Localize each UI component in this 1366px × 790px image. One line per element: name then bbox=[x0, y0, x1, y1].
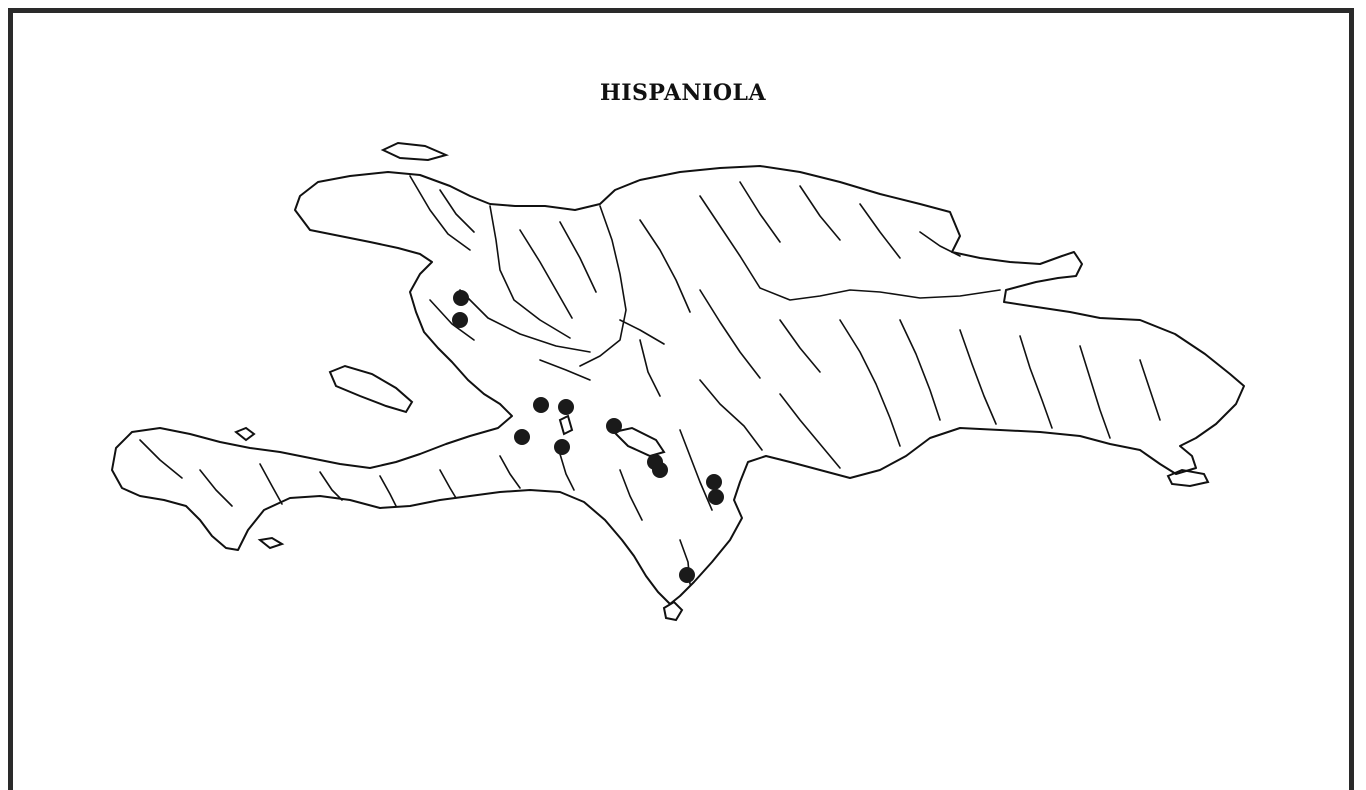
river bbox=[679, 429, 713, 511]
river bbox=[839, 319, 901, 447]
river bbox=[459, 289, 591, 353]
river bbox=[489, 205, 571, 339]
site-marker bbox=[558, 399, 574, 415]
beata-island bbox=[662, 600, 684, 622]
cayemites-island bbox=[234, 426, 256, 442]
lake-enriquillo bbox=[612, 426, 666, 458]
river bbox=[1139, 359, 1161, 421]
site-marker bbox=[452, 312, 468, 328]
site-marker bbox=[606, 418, 622, 434]
tortuga-island bbox=[380, 141, 450, 162]
gonave-island bbox=[328, 364, 414, 414]
site-marker bbox=[679, 567, 695, 583]
river bbox=[539, 359, 591, 381]
river bbox=[699, 289, 761, 379]
site-markers bbox=[452, 290, 724, 583]
river bbox=[779, 319, 821, 373]
river bbox=[559, 221, 597, 293]
river bbox=[779, 393, 841, 469]
river bbox=[439, 189, 475, 233]
saona-island bbox=[1166, 468, 1210, 488]
river bbox=[259, 463, 283, 505]
river bbox=[639, 219, 691, 313]
river bbox=[699, 379, 763, 451]
map-frame bbox=[8, 8, 1354, 790]
lake-azuei bbox=[558, 414, 574, 436]
river bbox=[859, 203, 901, 259]
river bbox=[199, 469, 233, 507]
river bbox=[799, 185, 841, 241]
river bbox=[139, 439, 183, 479]
river bbox=[409, 175, 471, 251]
river bbox=[499, 455, 521, 489]
river bbox=[959, 329, 997, 425]
river bbox=[579, 205, 627, 367]
site-marker bbox=[554, 439, 570, 455]
map-title: HISPANIOLA bbox=[599, 80, 767, 106]
site-marker bbox=[533, 397, 549, 413]
river bbox=[319, 471, 343, 501]
river bbox=[739, 181, 781, 243]
river bbox=[899, 319, 941, 421]
river bbox=[379, 475, 397, 507]
river bbox=[429, 299, 475, 341]
river bbox=[1079, 345, 1111, 439]
site-marker bbox=[706, 474, 722, 490]
river bbox=[439, 469, 457, 499]
river bbox=[559, 453, 575, 491]
river bbox=[619, 469, 643, 521]
island-coastline bbox=[111, 165, 1245, 605]
river bbox=[1019, 335, 1053, 429]
site-marker bbox=[708, 489, 724, 505]
river bbox=[519, 229, 573, 319]
site-marker bbox=[652, 462, 668, 478]
river bbox=[919, 231, 961, 257]
vache-island bbox=[257, 536, 285, 550]
river bbox=[619, 319, 665, 345]
site-marker bbox=[514, 429, 530, 445]
river bbox=[639, 339, 661, 397]
site-marker bbox=[453, 290, 469, 306]
river bbox=[699, 195, 1001, 301]
